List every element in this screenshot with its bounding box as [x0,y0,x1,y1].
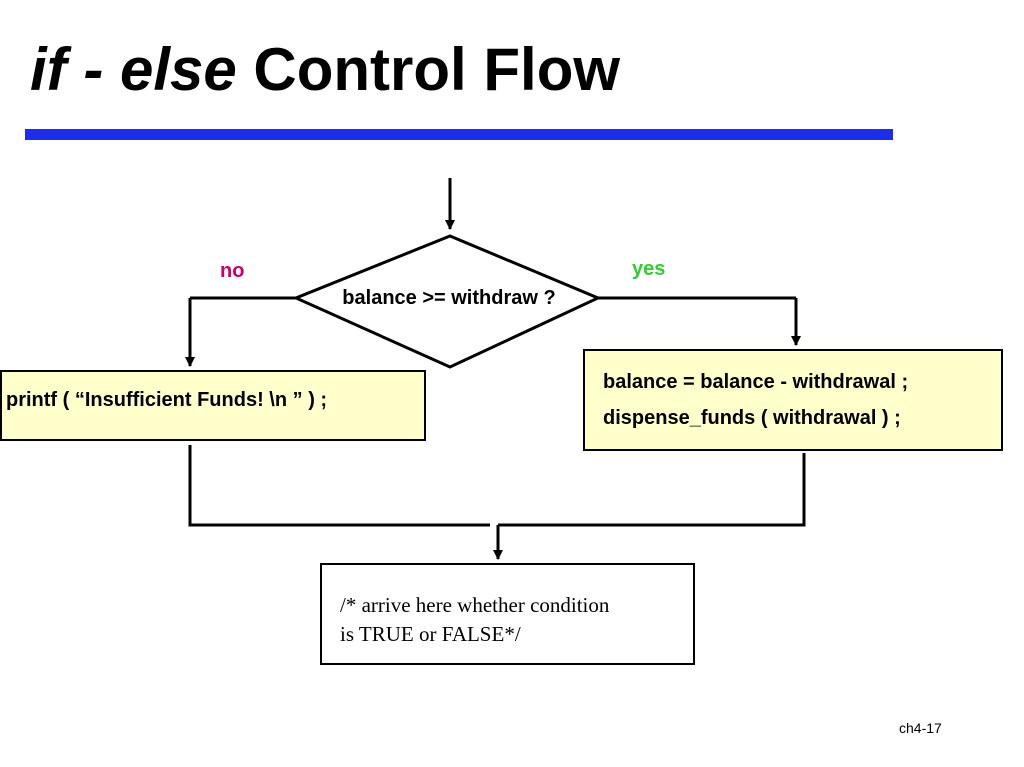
no-branch-statement: printf ( “Insufficient Funds! \n ” ) ; [6,389,328,411]
page-number: ch4-17 [899,720,942,736]
no-merge-line [188,445,490,527]
no-branch-box: printf ( “Insufficient Funds! \n ” ) ; [0,370,426,441]
title-text: Control Flow [236,36,621,103]
title-underline [25,129,893,140]
title-keyword: if - else [30,36,237,103]
slide-title: if - else Control Flow [30,30,620,110]
merge-comment-line-1: /* arrive here whether condition [340,593,610,617]
yes-statement-2: dispense_funds ( withdrawal ) ; [603,407,901,429]
no-label: no [220,260,245,282]
yes-label: yes [632,258,666,280]
merge-comment-line-2: is TRUE or FALSE*/ [340,622,521,646]
yes-merge-line [498,453,806,527]
yes-branch-box: balance = balance - withdrawal ; dispens… [583,349,1003,451]
yes-statement-1: balance = balance - withdrawal ; [603,371,909,393]
merge-box: /* arrive here whether condition is TRUE… [320,563,695,665]
decision-condition: balance >= withdraw ? [342,287,556,309]
decision-diamond [292,234,602,369]
